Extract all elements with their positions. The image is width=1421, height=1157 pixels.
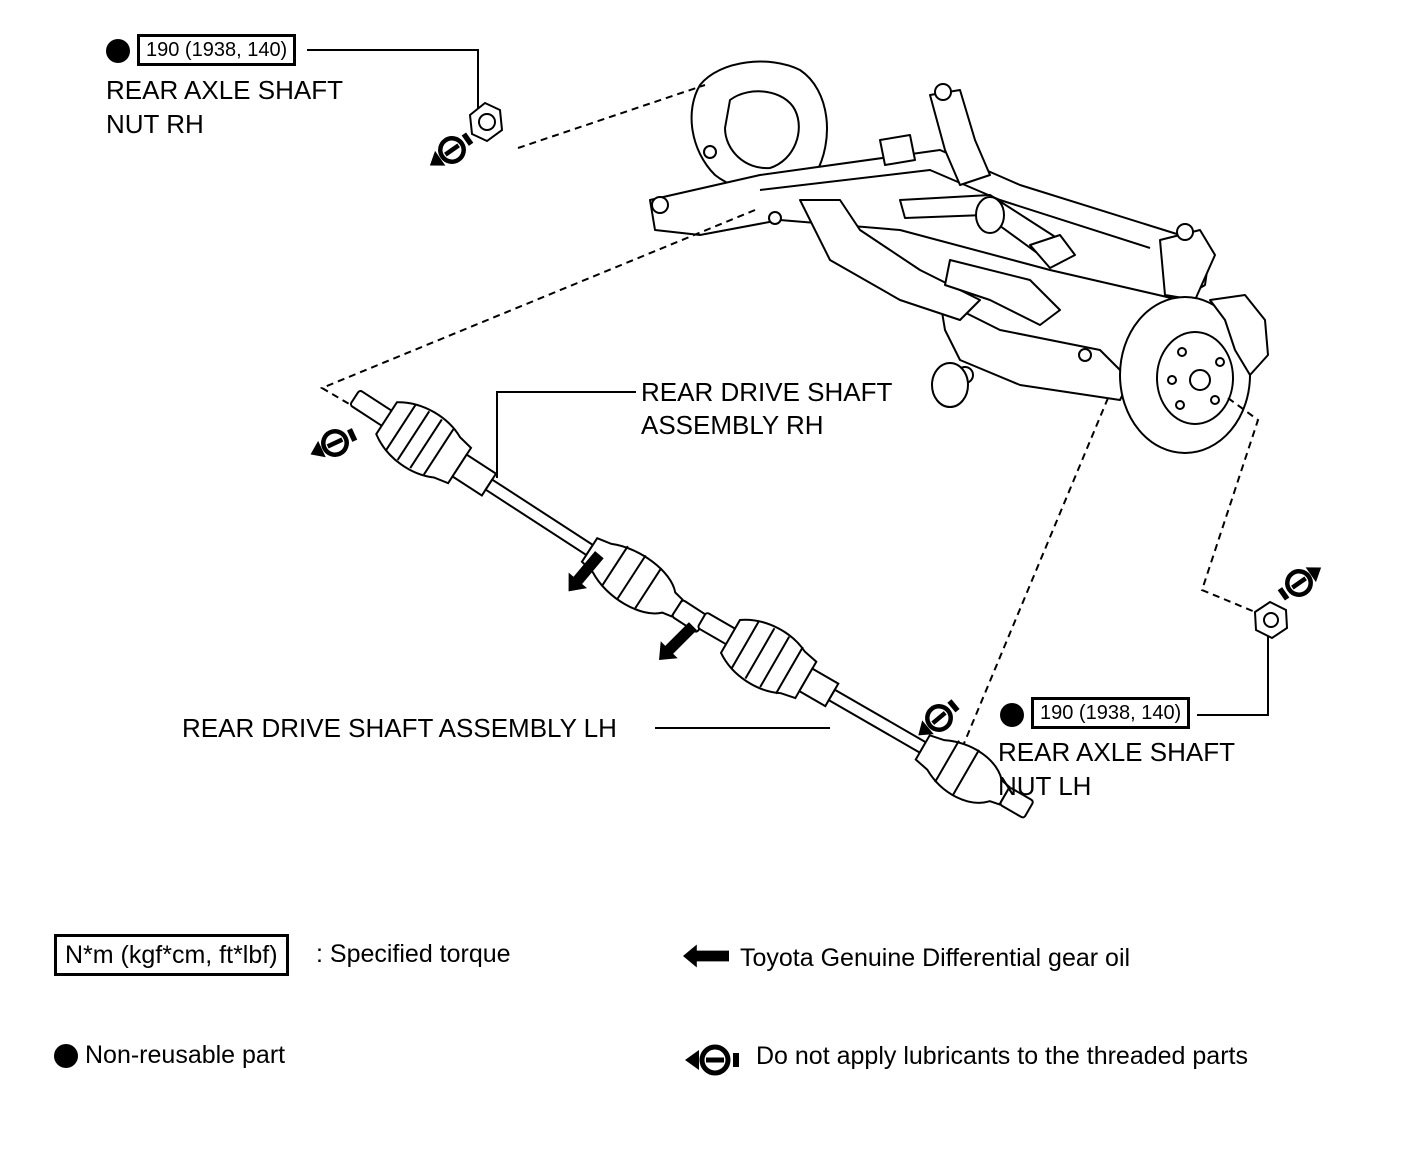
- legend-non-reusable: Non-reusable part: [85, 1041, 286, 1069]
- axle-nut-lh: [1253, 600, 1289, 640]
- drive-shaft-rh: [349, 390, 708, 633]
- label-shaft-lh: REAR DRIVE SHAFT ASSEMBLY LH: [182, 713, 617, 743]
- torque-box-nut-rh: 190 (1938, 140): [137, 34, 297, 66]
- no-lubricant-icon: [306, 423, 360, 465]
- label-nut-lh-line1: REAR AXLE SHAFT: [998, 737, 1235, 767]
- gear-oil-arrow-icon: [683, 944, 729, 968]
- label-nut-lh-line2: NUT LH: [998, 771, 1092, 801]
- legend-torque-box: N*m (kgf*cm, ft*lbf): [54, 934, 289, 976]
- drive-shaft-lh: [697, 612, 1034, 819]
- torque-box-nut-lh: 190 (1938, 140): [1031, 697, 1191, 729]
- non-reusable-dot-icon: [54, 1044, 78, 1068]
- label-nut-rh-line2: NUT RH: [106, 109, 204, 139]
- non-reusable-dot-icon: [1000, 703, 1024, 727]
- no-lubricant-icon: [1275, 558, 1328, 605]
- legend-no-lubricant: Do not apply lubricants to the threaded …: [756, 1042, 1248, 1070]
- label-nut-rh-line1: REAR AXLE SHAFT: [106, 75, 343, 105]
- non-reusable-dot-icon: [106, 39, 130, 63]
- rear-subframe: [649, 60, 1269, 454]
- legend-gear-oil: Toyota Genuine Differential gear oil: [740, 944, 1131, 972]
- no-lubricant-icon: [423, 128, 476, 175]
- label-shaft-rh-line1: REAR DRIVE SHAFT: [641, 377, 893, 407]
- label-shaft-rh-line2: ASSEMBLY RH: [641, 410, 824, 440]
- legend-torque-desc: : Specified torque: [316, 940, 511, 968]
- axle-nut-rh: [468, 101, 504, 143]
- no-lubricant-icon: [685, 1047, 739, 1073]
- callout-leader-lines: [307, 49, 1269, 729]
